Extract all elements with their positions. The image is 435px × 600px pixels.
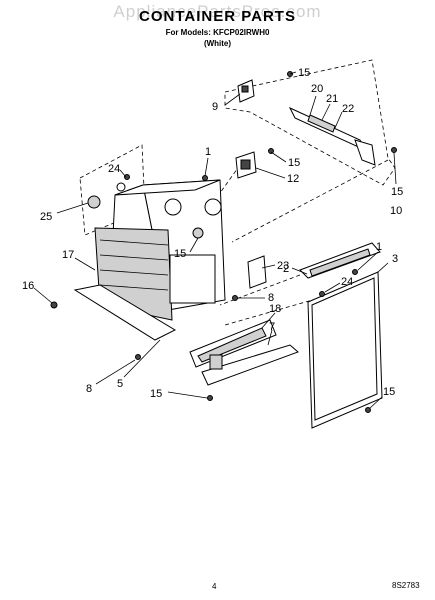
models-line: For Models: KFCP02IRWH0 bbox=[165, 28, 270, 37]
callout-label: 12 bbox=[287, 173, 299, 185]
callout-label: 1 bbox=[205, 146, 211, 158]
callout-label: 5 bbox=[117, 378, 123, 390]
small-bracket bbox=[247, 255, 267, 289]
callout-label: 15 bbox=[288, 157, 300, 169]
lower-trim bbox=[189, 319, 299, 386]
callout-label: 2 bbox=[283, 263, 289, 275]
callout-leaders bbox=[33, 71, 397, 409]
callout-label: 7 bbox=[269, 321, 275, 333]
callout-label: 15 bbox=[391, 186, 403, 198]
callout-labels: 15 9 20 21 22 1 15 12 15 10 24 25 17 16 … bbox=[22, 67, 403, 400]
callout-label: 10 bbox=[390, 205, 402, 217]
container-frame bbox=[73, 179, 226, 341]
door-handle bbox=[299, 242, 381, 279]
callout-label: 24 bbox=[341, 276, 353, 288]
callout-label: 3 bbox=[392, 253, 398, 265]
document-code: 8S2783 bbox=[392, 581, 420, 590]
hinge-plate bbox=[235, 151, 257, 179]
callout-label: 8 bbox=[268, 292, 274, 304]
page-number: 4 bbox=[212, 582, 217, 591]
screws bbox=[50, 71, 397, 413]
dashed-guide bbox=[224, 294, 331, 326]
dashed-guide bbox=[231, 159, 389, 243]
callout-label: 15 bbox=[150, 388, 162, 400]
watermark: AppliancePartsPros.com bbox=[113, 2, 322, 21]
callout-label: 18 bbox=[269, 303, 281, 315]
callout-label: 24 bbox=[108, 163, 120, 175]
callout-label: 15 bbox=[298, 67, 310, 79]
callout-label: 8 bbox=[86, 383, 92, 395]
callout-label: 23 bbox=[277, 260, 289, 272]
callout-label: 15 bbox=[174, 248, 186, 260]
callout-label: 16 bbox=[22, 280, 34, 292]
door-panel bbox=[307, 271, 383, 429]
callout-label: 15 bbox=[383, 386, 395, 398]
top-hinge-bracket bbox=[237, 79, 376, 166]
callout-label: 17 bbox=[62, 249, 74, 261]
top-bracket-group-outline bbox=[224, 59, 396, 186]
callout-label: 21 bbox=[326, 93, 338, 105]
side-bracket bbox=[87, 182, 126, 209]
callout-label: 20 bbox=[311, 83, 323, 95]
callout-label: 1 bbox=[376, 241, 382, 253]
callout-label: 9 bbox=[212, 101, 218, 113]
callout-label: 22 bbox=[342, 103, 354, 115]
callout-label: 25 bbox=[40, 211, 52, 223]
color-line: (White) bbox=[203, 39, 232, 48]
page-title: CONTAINER PARTS bbox=[139, 8, 296, 25]
